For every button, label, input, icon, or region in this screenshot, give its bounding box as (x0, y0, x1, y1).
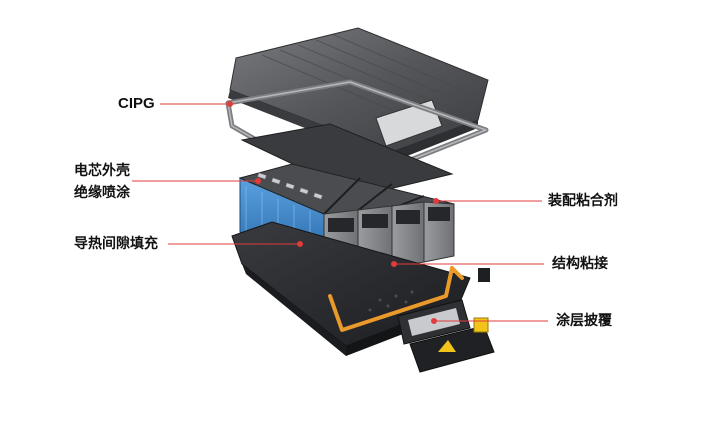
connector-plug-icon (473, 317, 489, 333)
label-gap-filling: 导热间隙填充 (74, 236, 158, 252)
label-assembly-adhesive: 装配粘合剂 (548, 193, 618, 209)
label-structural-bonding: 结构粘接 (552, 256, 608, 272)
label-coating: 涂层披覆 (556, 313, 612, 329)
label-cipg: CIPG (118, 95, 155, 112)
leader-lines (132, 101, 548, 324)
label-cell-coating-line2: 绝缘喷涂 (74, 185, 130, 201)
connector-block-icon (478, 268, 490, 282)
label-cell-coating-line1: 电芯外壳 (74, 163, 130, 179)
